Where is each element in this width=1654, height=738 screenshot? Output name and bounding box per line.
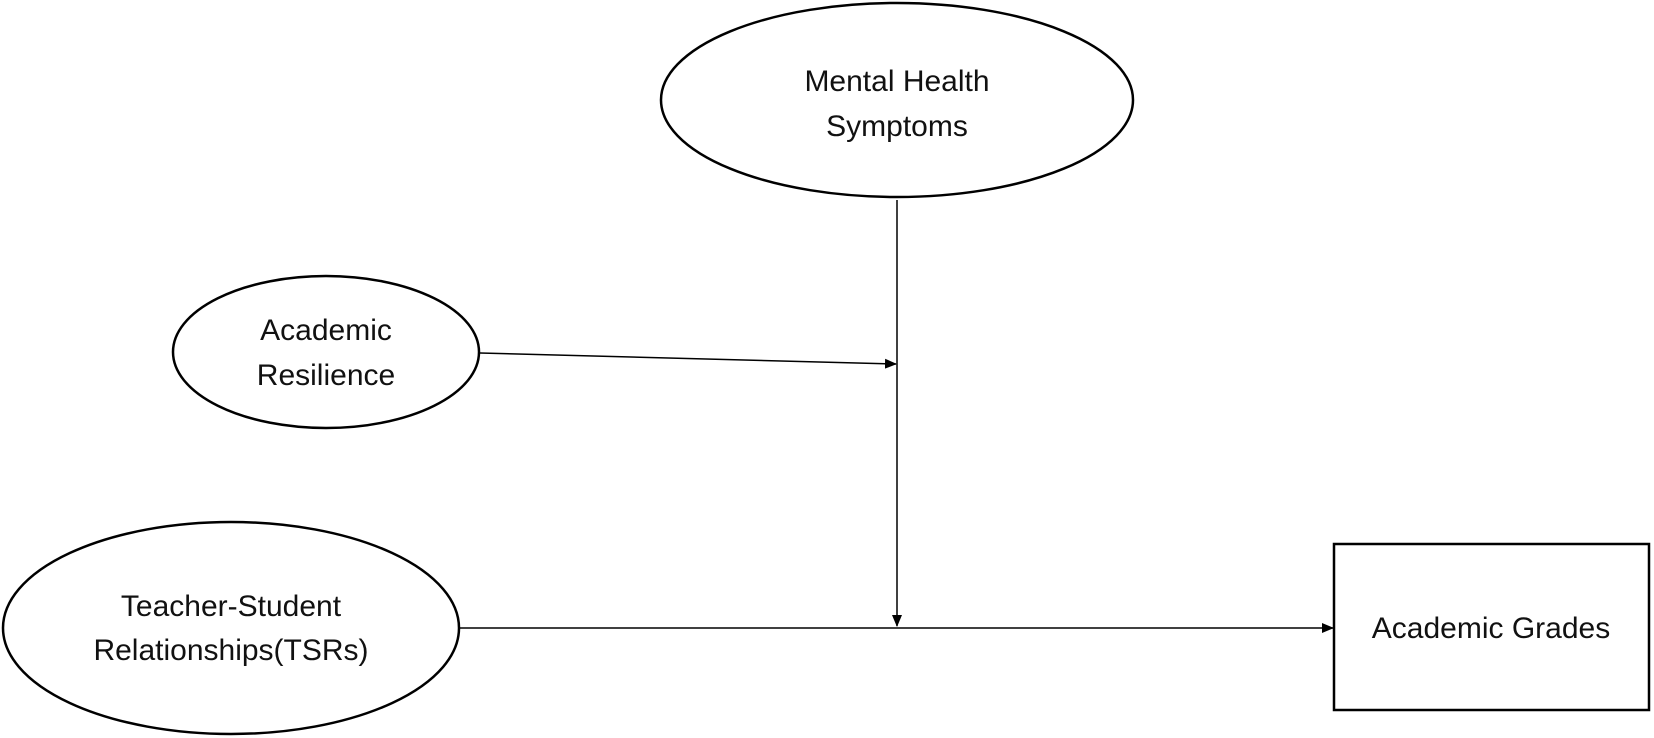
node-mental-health-symptoms-line2: Symptoms — [826, 110, 968, 143]
node-tsr-line2: Relationships(TSRs) — [93, 634, 368, 667]
node-academic-grades-label: Academic Grades — [1372, 612, 1610, 645]
node-teacher-student-relationships: Teacher-Student Relationships(TSRs) — [1, 520, 461, 736]
node-tsr-line1: Teacher-Student — [121, 590, 342, 623]
node-academic-resilience-line2: Resilience — [257, 359, 395, 392]
node-mental-health-symptoms-line1: Mental Health — [804, 65, 989, 98]
node-academic-resilience: Academic Resilience — [171, 274, 481, 430]
node-mental-health-symptoms: Mental Health Symptoms — [659, 1, 1135, 199]
node-academic-resilience-line1: Academic — [260, 314, 392, 347]
node-academic-grades: Academic Grades — [1332, 542, 1651, 712]
edge-academic-resilience-to-moderation-arrow — [479, 352, 897, 369]
